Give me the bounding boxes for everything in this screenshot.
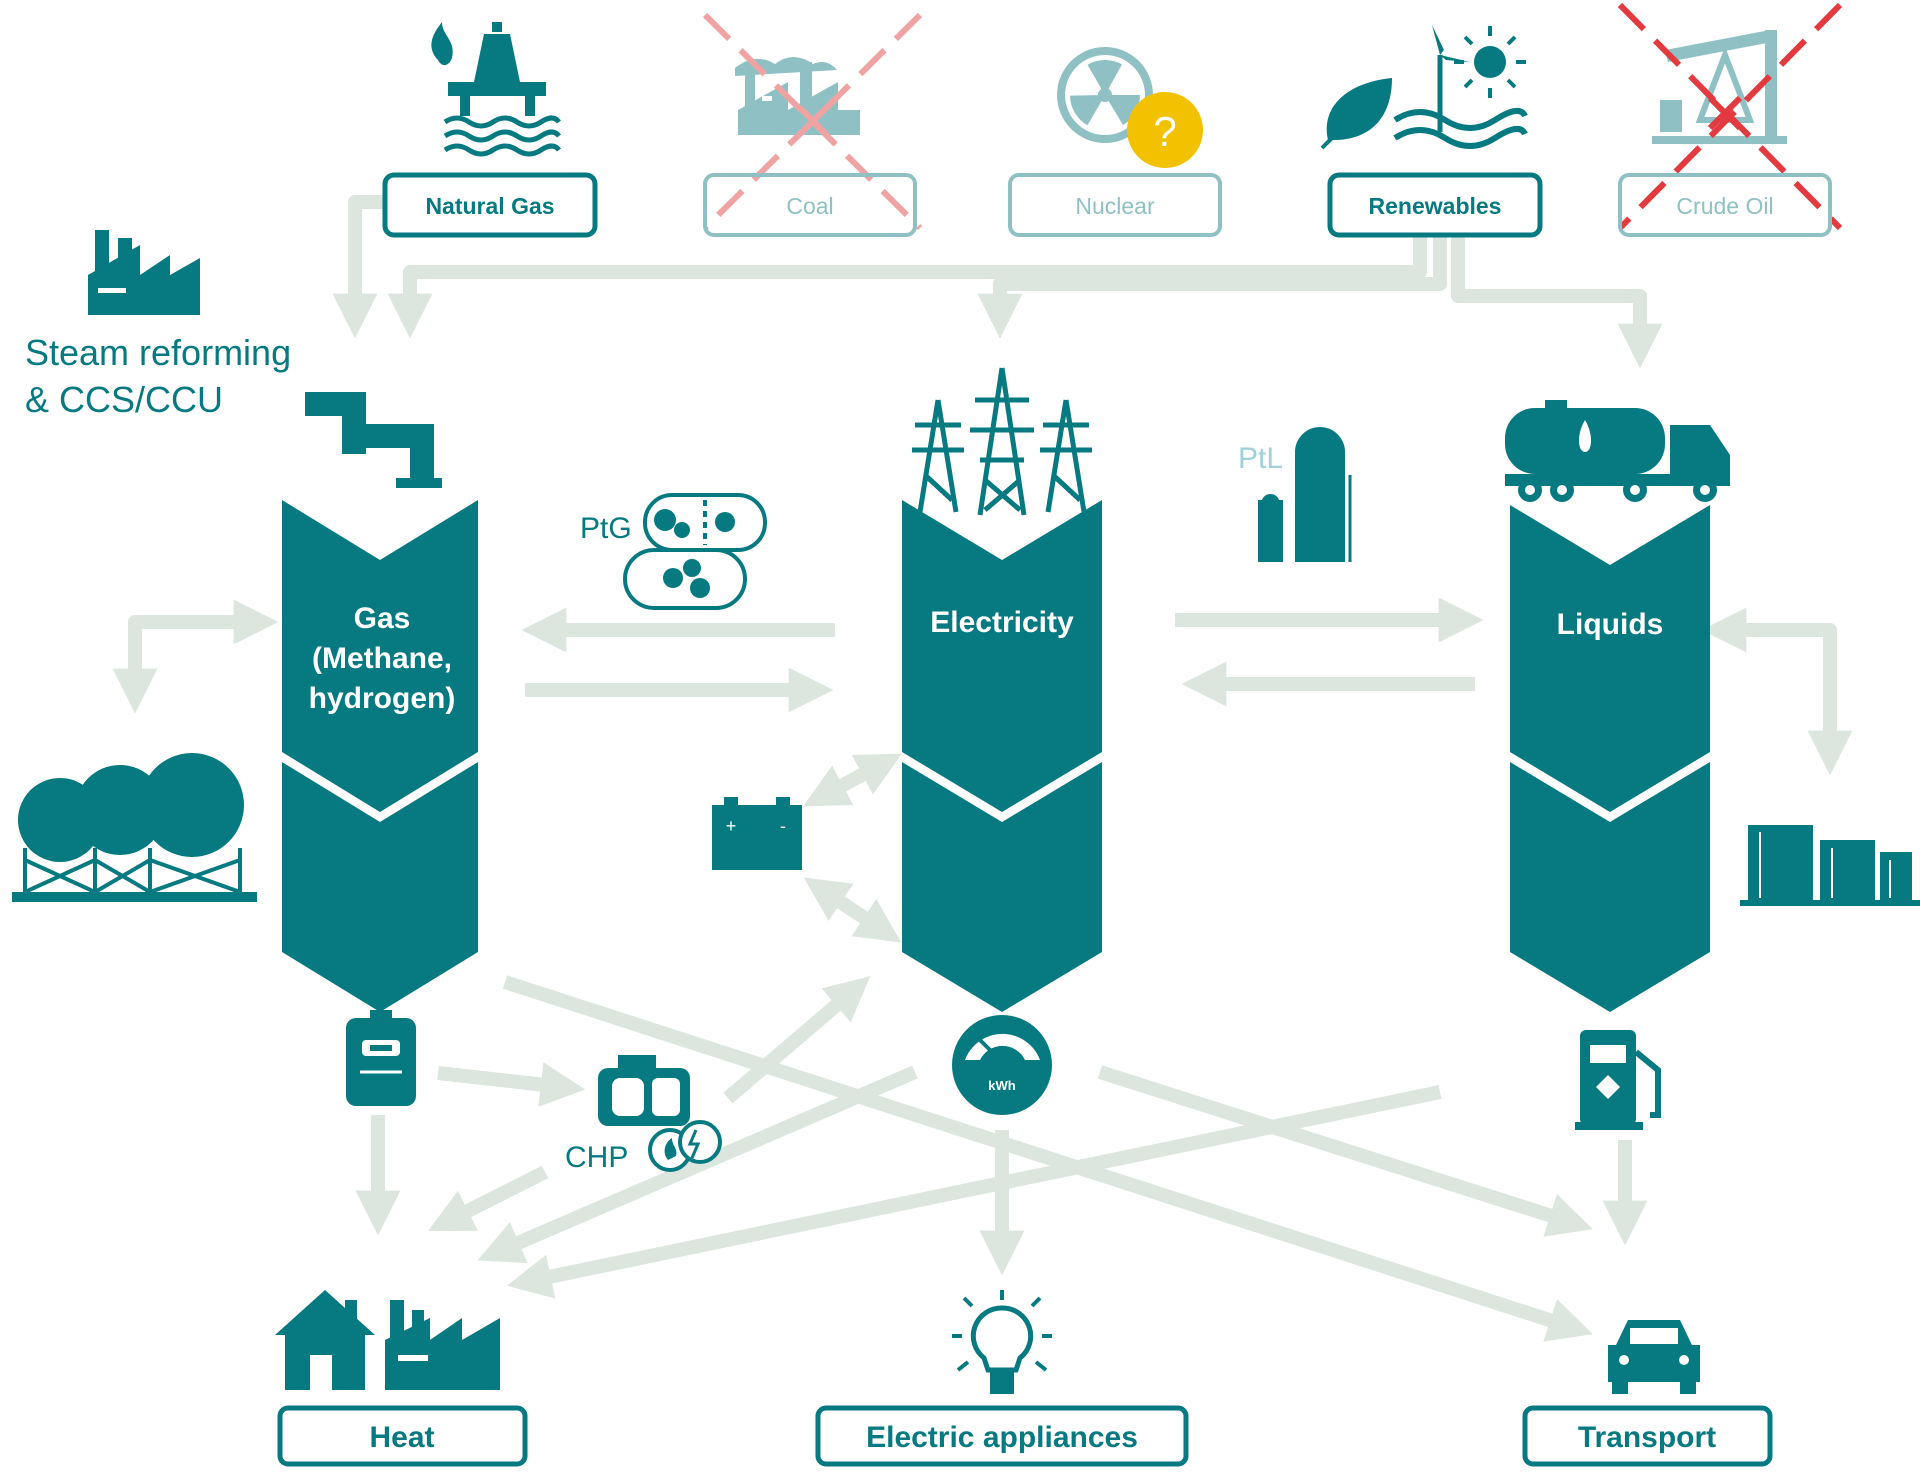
arrow-gas-meter-to-chp: [437, 1062, 586, 1107]
electricity-column: Electricity: [902, 500, 1102, 1012]
electricity-column-label: Electricity: [930, 606, 1074, 639]
car-icon: [1608, 1320, 1700, 1394]
factory-icon: [88, 230, 200, 315]
liquids-column-label: Liquids: [1557, 608, 1664, 641]
gas-column-line2: (Methane,: [312, 642, 452, 675]
renewables-label: Renewables: [1369, 193, 1502, 219]
fuel-pump-icon: [1575, 1030, 1661, 1130]
arrow-renewables-to-liquids: [1451, 235, 1663, 369]
electric-appliances-box: Electric appliances: [815, 1405, 1189, 1467]
crude-oil-box: Crude Oil: [1618, 173, 1832, 237]
arrow-chp-to-electricity: [723, 976, 871, 1104]
tanker-truck-icon: [1505, 400, 1730, 502]
gas-column-line1: Gas: [354, 602, 411, 635]
house-icon: [275, 1290, 375, 1390]
battery-minus: -: [780, 816, 786, 836]
natural-gas-label: Natural Gas: [425, 193, 554, 219]
electric-appliances-label: Electric appliances: [866, 1421, 1138, 1454]
liquids-column: Liquids: [1510, 505, 1710, 1012]
refinery-icon: [1258, 427, 1352, 562]
gas-column: Gas (Methane, hydrogen): [282, 500, 478, 1012]
chp-label: CHP: [565, 1141, 628, 1174]
arrow-gas-to-transport: [502, 975, 1593, 1342]
pipe-icon: [305, 392, 442, 488]
arrow-renewables-to-gas: [387, 235, 1427, 339]
transport-label: Transport: [1578, 1421, 1716, 1454]
arrow-battery-electricity-upper: [803, 753, 902, 807]
arrow-liquids-to-heat: [506, 1085, 1442, 1299]
nuclear-question-mark: ?: [1153, 108, 1176, 155]
natural-gas-box: Natural Gas: [382, 172, 598, 238]
power-tower-icon: [912, 367, 1092, 516]
question-badge-icon: ?: [1127, 92, 1203, 168]
arrow-electricity-to-transport: [1097, 1065, 1593, 1237]
gas-storage-spheres-icon: [12, 753, 257, 902]
ptl-label: PtL: [1238, 442, 1283, 475]
arrow-natural-gas-to-gas: [332, 195, 385, 339]
steam-reforming-line1: Steam reforming: [25, 332, 291, 373]
arrow-liquids-storage: [1701, 607, 1853, 776]
chp-unit-icon: [598, 1055, 722, 1172]
heat-box: Heat: [277, 1405, 528, 1467]
coal-label: Coal: [786, 193, 833, 219]
gas-column-line3: hydrogen): [309, 682, 456, 715]
coal-x-icon: [797, 105, 829, 137]
factory-icon-heat: [385, 1300, 500, 1390]
arrow-battery-electricity-lower: [803, 877, 902, 943]
crude-oil-x-icon: [1707, 95, 1743, 131]
heat-label: Heat: [369, 1421, 434, 1454]
gas-meter-icon: [346, 1010, 416, 1106]
light-bulb-icon: [952, 1290, 1052, 1394]
arrow-renewables-to-electricity: [977, 235, 1447, 339]
crude-oil-label: Crude Oil: [1676, 193, 1773, 219]
transport-box: Transport: [1522, 1405, 1773, 1467]
arrow-chp-to-heat: [428, 1165, 549, 1232]
electricity-meter-icon: kWh: [952, 1015, 1052, 1115]
nuclear-label: Nuclear: [1075, 193, 1155, 219]
offshore-rig-icon: [431, 22, 561, 157]
coal-box: Coal: [703, 173, 917, 237]
renewables-box: Renewables: [1327, 172, 1543, 238]
nuclear-box: Nuclear: [1008, 173, 1222, 237]
battery-plus: +: [726, 816, 737, 836]
ptg-tanks-icon: [623, 493, 767, 610]
oil-storage-tanks-icon: [1740, 825, 1920, 906]
kwh-label: kWh: [988, 1078, 1016, 1093]
arrow-gas-storage-in: [112, 599, 279, 714]
ptg-label: PtG: [580, 512, 632, 545]
battery-icon: + -: [712, 797, 802, 870]
steam-reforming-line2: & CCS/CCU: [25, 379, 223, 420]
renewables-icon: [1320, 25, 1528, 150]
